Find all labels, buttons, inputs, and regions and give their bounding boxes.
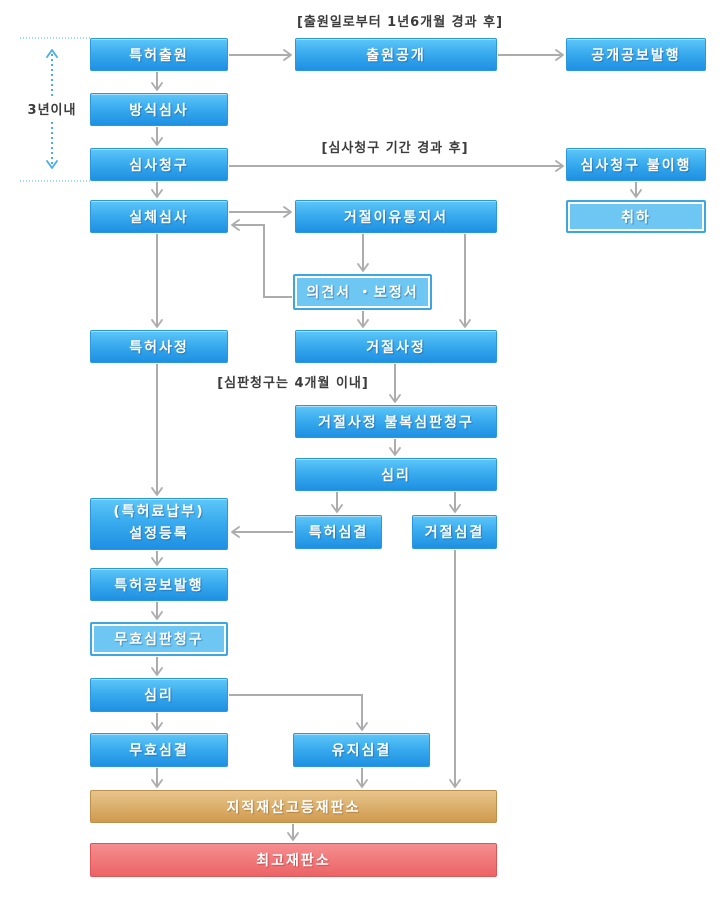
note-publication-timing: [출원일로부터 1년6개월 경과 후]	[296, 15, 504, 30]
note-trial-request-period: [심판청구는 4개월 이내]	[217, 376, 369, 391]
node-withdrawal: 취하	[566, 200, 706, 233]
node-application-publication: 출원공개	[295, 38, 497, 71]
node-trial-exam-1: 심리	[295, 458, 497, 491]
note-exam-request-period: [심사청구 기간 경과 후]	[321, 141, 469, 156]
node-opinion-amendment: 의견서 ・보정서	[293, 274, 432, 310]
arrow-opinion-to-substantive	[231, 219, 292, 298]
node-exam-request: 심사청구	[90, 148, 228, 181]
node-public-gazette-issue: 공개공보발행	[566, 38, 706, 71]
node-registration: (특허료납부) 설정등록	[90, 498, 228, 550]
node-formality-exam: 방식심사	[90, 93, 228, 126]
node-patent-application: 특허출원	[90, 38, 228, 71]
label-three-years: 3년이내	[27, 103, 77, 118]
node-patent-gazette-issue: 특허공보발행	[90, 568, 228, 601]
node-patent-trial-decision: 특허심결	[295, 515, 382, 549]
registration-line-1: (특허료납부)	[113, 504, 205, 521]
node-exam-request-failure: 심사청구 불이행	[566, 148, 706, 181]
node-substantive-exam: 실체심사	[90, 200, 228, 233]
node-supreme-court: 최고재판소	[90, 843, 497, 877]
node-rejection-decision: 거절사정	[295, 330, 497, 363]
node-invalidation-decision: 무효심결	[90, 733, 228, 767]
node-trial-exam-2: 심리	[90, 678, 228, 712]
registration-line-2: 설정등록	[129, 526, 189, 542]
node-patent-decision: 특허사정	[90, 330, 228, 363]
arrow-trial2-to-maintenance-decision	[229, 694, 368, 731]
node-ip-high-court: 지적재산고등재판소	[90, 790, 497, 823]
node-rejection-notice: 거절이유통지서	[295, 200, 497, 233]
node-rejection-appeal: 거절사정 불복심판청구	[295, 405, 497, 438]
node-invalidation-trial-request: 무효심판청구	[90, 622, 228, 656]
node-rejection-trial-decision: 거절심결	[412, 515, 497, 549]
node-maintenance-decision: 유지심결	[293, 733, 430, 767]
